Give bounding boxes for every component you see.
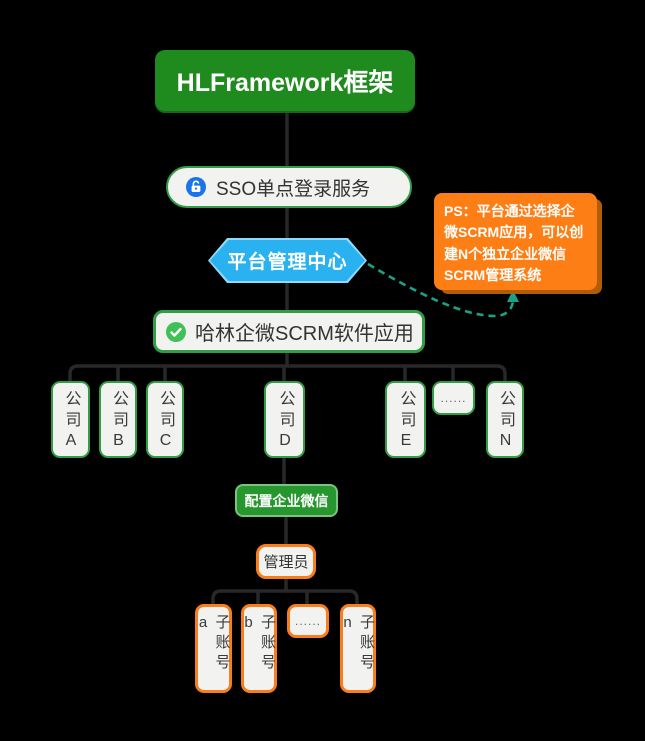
company-node-n[interactable]: 公司N bbox=[486, 381, 524, 458]
sso-node[interactable]: SSO单点登录服务 bbox=[166, 166, 412, 208]
check-icon bbox=[166, 321, 186, 342]
company-label: 公司D bbox=[276, 390, 294, 454]
company-label: 公司N bbox=[497, 390, 514, 454]
subaccount-node-n[interactable]: 子账号n bbox=[339, 604, 376, 693]
tree-connectors bbox=[68, 109, 507, 606]
scrm-app-label: 哈林企微SCRM软件应用 bbox=[195, 323, 414, 345]
note-dashed-curve bbox=[367, 262, 515, 318]
platform-label: 平台管理中心 bbox=[227, 252, 348, 273]
admin-node[interactable]: 管理员 bbox=[256, 544, 316, 579]
lock-icon bbox=[186, 177, 206, 197]
scrm-app-node[interactable]: 哈林企微SCRM软件应用 bbox=[153, 310, 425, 353]
note-arrowhead-icon bbox=[507, 290, 519, 302]
subaccount-node-ellipsis[interactable]: ...... bbox=[287, 604, 329, 638]
config-label: 配置企业微信 bbox=[244, 492, 329, 509]
ellipsis-label: ...... bbox=[294, 614, 321, 628]
subaccount-label: 子账号a bbox=[194, 614, 231, 674]
ellipsis-label: ...... bbox=[440, 391, 467, 405]
root-label: HLFramework框架 bbox=[176, 68, 394, 97]
company-label: 公司E bbox=[397, 390, 415, 454]
root-node-title[interactable]: HLFramework框架 bbox=[155, 50, 415, 111]
company-label: 公司B bbox=[110, 390, 127, 454]
subaccount-label: 子账号n bbox=[339, 614, 375, 674]
hexagon-fill bbox=[210, 240, 365, 281]
ps-note[interactable]: PS：平台通过选择企微SCRM应用，可以创建N个独立企业微信SCRM管理系统 bbox=[434, 193, 597, 290]
sso-label: SSO单点登录服务 bbox=[216, 178, 371, 200]
config-wechat-node[interactable]: 配置企业微信 bbox=[235, 484, 338, 517]
company-label: 公司C bbox=[157, 390, 174, 454]
company-node-e[interactable]: 公司E bbox=[385, 381, 426, 458]
company-node-ellipsis[interactable]: ...... bbox=[432, 381, 475, 415]
company-node-b[interactable]: 公司B bbox=[99, 381, 137, 458]
ps-note-text: PS：平台通过选择企微SCRM应用，可以创建N个独立企业微信SCRM管理系统 bbox=[444, 203, 584, 283]
company-node-a[interactable]: 公司A bbox=[51, 381, 90, 458]
subaccount-node-a[interactable]: 子账号a bbox=[195, 604, 232, 693]
subaccount-node-b[interactable]: 子账号b bbox=[240, 604, 277, 693]
platform-center-node[interactable]: 平台管理中心 bbox=[208, 238, 367, 283]
company-label: 公司A bbox=[62, 390, 80, 454]
company-node-c[interactable]: 公司C bbox=[146, 381, 184, 458]
admin-label: 管理员 bbox=[263, 554, 309, 571]
subaccount-label: 子账号b bbox=[240, 614, 276, 674]
company-node-d[interactable]: 公司D bbox=[264, 381, 305, 458]
